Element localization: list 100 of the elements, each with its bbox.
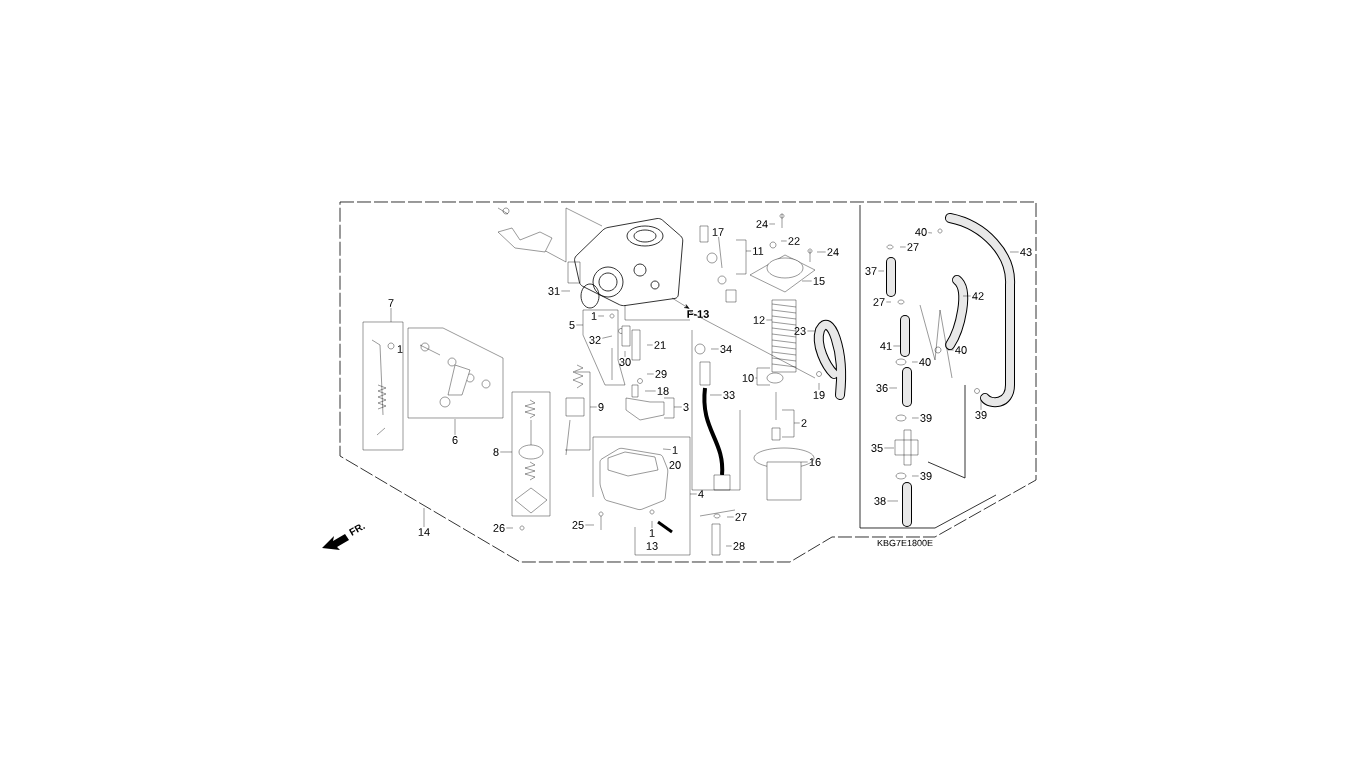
callout-number: 23 (794, 327, 806, 335)
direction-label: FR. (348, 524, 366, 536)
callout-number: 18 (657, 387, 669, 395)
leader-line (980, 399, 982, 411)
callout-number: 35 (871, 444, 883, 452)
callout-number: 7 (388, 299, 394, 307)
leader-line (718, 236, 723, 269)
leader-line (911, 475, 919, 477)
leader-line (887, 500, 899, 502)
callout-number: 37 (865, 267, 877, 275)
callout-number: 6 (452, 436, 458, 444)
callout-number: 2 (801, 419, 807, 427)
callout-number: 31 (548, 287, 560, 295)
arrow (671, 297, 690, 309)
leader-line (878, 270, 885, 272)
callout-number: 43 (1020, 248, 1032, 256)
callout-number: 41 (880, 342, 892, 350)
callout-number: 27 (907, 243, 919, 251)
leader-line (947, 349, 954, 351)
callout-number: 39 (920, 414, 932, 422)
leader-line (816, 251, 826, 253)
leader-line (390, 307, 392, 323)
leader-line (423, 507, 425, 528)
leader-line (662, 448, 671, 450)
leader-line (709, 394, 722, 396)
leader-line (454, 418, 456, 436)
leader-line (807, 330, 816, 332)
leader-line (506, 527, 514, 529)
leader-line (818, 382, 820, 391)
leader-line (726, 516, 734, 518)
leader-line (801, 280, 812, 282)
leader-line (598, 315, 605, 317)
leader-line (899, 246, 906, 248)
callout-number: 30 (619, 358, 631, 366)
callout-number: 39 (975, 411, 987, 419)
callout-number: 27 (735, 513, 747, 521)
callout-number: 34 (720, 345, 732, 353)
callout-number: 36 (876, 384, 888, 392)
leader-line (769, 223, 776, 225)
callout-number: 1 (397, 345, 403, 353)
leader-line (585, 524, 595, 526)
leader-line (644, 390, 656, 392)
callout-number: 39 (920, 472, 932, 480)
leader-line (780, 240, 787, 242)
callout-number: 28 (733, 542, 745, 550)
callout-number: 12 (753, 316, 765, 324)
leader-line (651, 520, 653, 529)
callout-number: F-13 (687, 310, 709, 318)
callout-number: 17 (712, 228, 724, 236)
callout-number: 8 (493, 448, 499, 456)
callout-number: 1 (591, 312, 597, 320)
callout-number: 20 (669, 461, 681, 469)
callout-number: 14 (418, 528, 430, 536)
leader-line (800, 461, 808, 463)
leader-line (755, 377, 758, 379)
callout-number: 16 (809, 458, 821, 466)
leader-line (766, 319, 773, 321)
leader-line (673, 406, 682, 408)
leader-line (646, 373, 654, 375)
callout-number: 4 (698, 490, 704, 498)
callout-number: 21 (654, 341, 666, 349)
leader-line (911, 361, 918, 363)
leader-line (911, 417, 919, 419)
callout-number: 29 (655, 370, 667, 378)
callout-number: 24 (756, 220, 768, 228)
callout-number: 11 (753, 247, 764, 255)
leader-line (576, 324, 584, 326)
callout-number: 42 (972, 292, 984, 300)
callout-number: 13 (646, 542, 658, 550)
leader-line (928, 232, 933, 234)
leader-line (500, 451, 513, 453)
leader-line (624, 350, 626, 358)
leader-line (589, 406, 597, 408)
callout-number: 9 (598, 403, 604, 411)
leader-line (602, 335, 613, 339)
leader-line (889, 387, 898, 389)
leader-line (962, 295, 971, 297)
callout-number: 26 (493, 524, 505, 532)
leader-line (1009, 251, 1019, 253)
callout-number: 3 (683, 403, 689, 411)
callout-number: 40 (955, 346, 967, 354)
drawing-code: KBG7E1800E (877, 539, 933, 547)
leader-line (710, 348, 719, 350)
callout-number: 10 (742, 374, 754, 382)
leader-line (561, 290, 571, 292)
callout-number: 25 (572, 521, 584, 529)
callout-number: 40 (919, 358, 931, 366)
callout-number: 24 (827, 248, 839, 256)
callout-number: 15 (813, 277, 825, 285)
callout-number: 33 (723, 391, 735, 399)
callout-number: 1 (649, 529, 655, 537)
leader-line (893, 345, 901, 347)
callout-number: 1 (672, 446, 678, 454)
callout-number: 38 (874, 497, 886, 505)
leader-line (689, 493, 697, 495)
leader-line (793, 422, 800, 424)
callout-number: 32 (589, 336, 601, 344)
leader-line (886, 301, 892, 303)
leader-line (745, 250, 752, 252)
leader-line (646, 344, 653, 346)
